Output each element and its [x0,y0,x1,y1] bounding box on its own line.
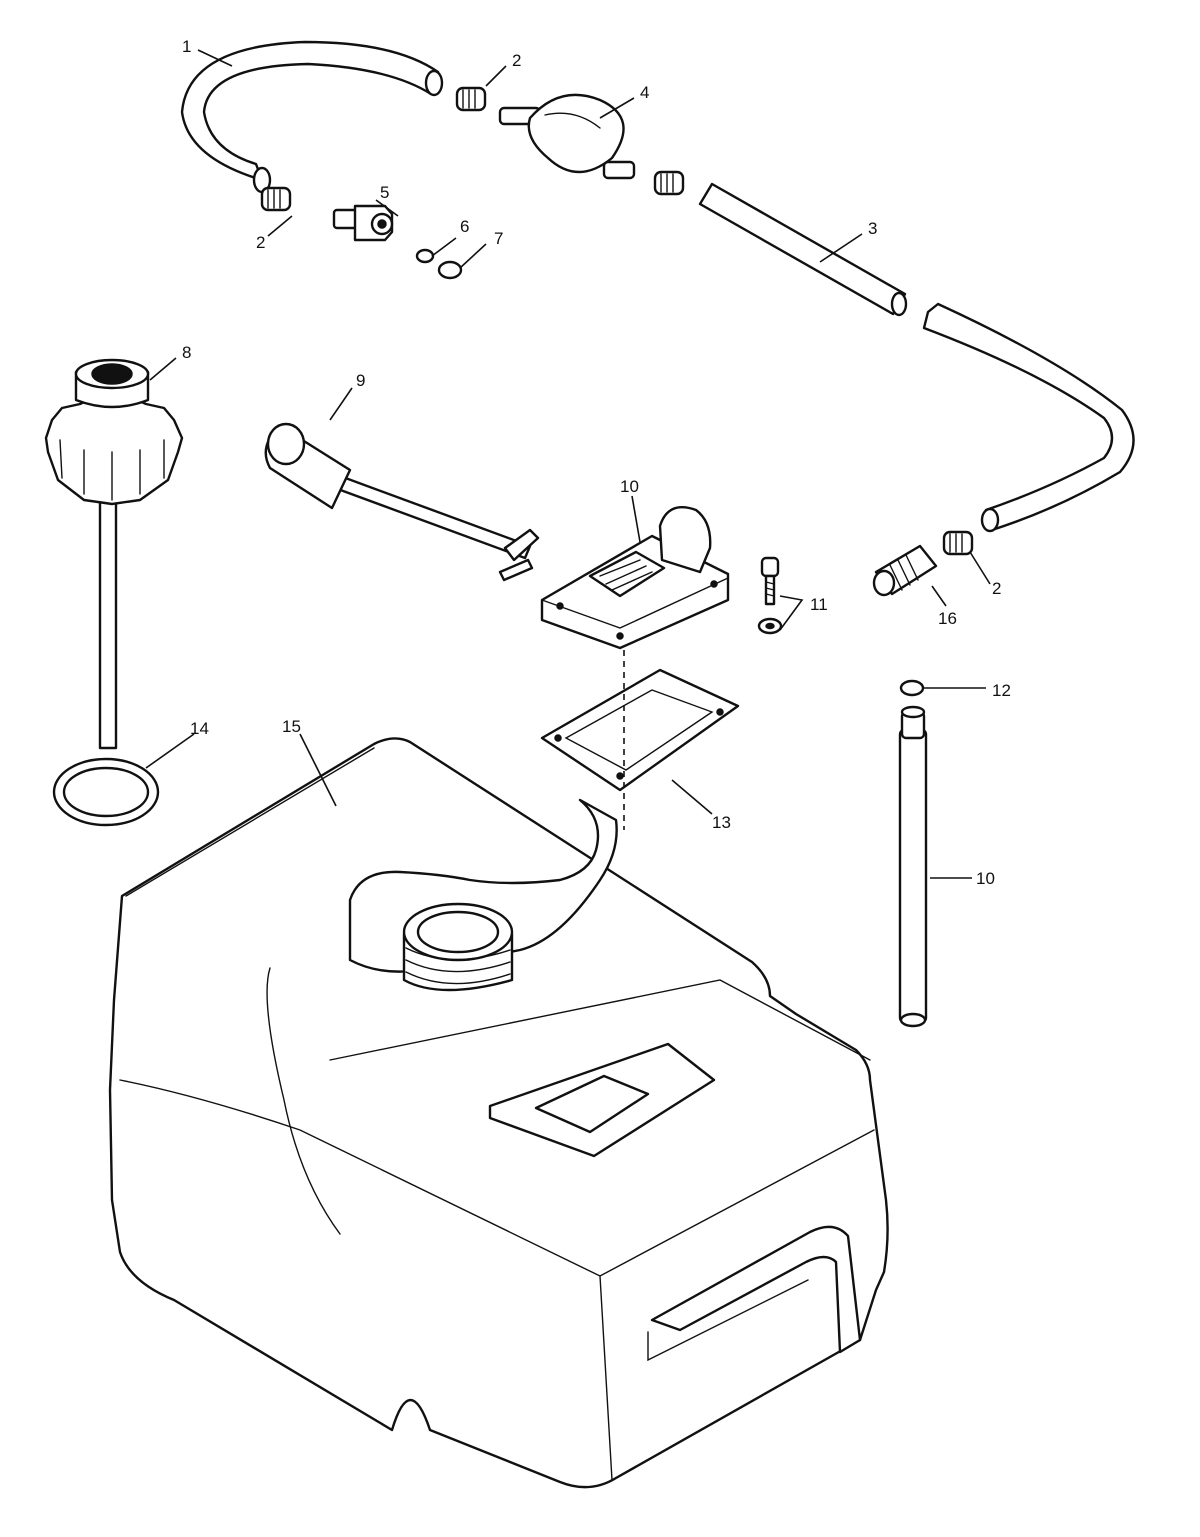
fitting-part [872,544,938,597]
callout-label: 10 [620,477,639,496]
leader-lines [145,49,991,879]
hose-clamp-part [942,530,974,556]
callout-label: 13 [712,813,731,832]
callout-label: 10 [976,869,995,888]
callout-label: 11 [810,595,828,614]
o-ring-part [437,260,463,280]
fuel-hose-long-part [698,182,1135,533]
callout-label: 5 [380,183,389,202]
o-ring-part [415,248,435,264]
connector-part [332,204,394,242]
callout-label: 7 [494,229,503,248]
float-part [264,422,540,582]
callout-label: 14 [190,719,209,738]
callout-label: 2 [512,51,521,70]
gasket-part [540,668,740,792]
hose-clamp-part [653,170,685,196]
callout-label: 6 [460,217,469,236]
callout-label: 12 [992,681,1011,700]
callout-label: 4 [640,83,649,102]
callout-label: 9 [356,371,365,390]
callout-label: 3 [868,219,877,238]
screw-washer-part [757,556,783,635]
callout-label: 15 [282,717,301,736]
callout-label: 8 [182,343,191,362]
o-ring-part [899,679,925,697]
callout-label: 2 [256,233,265,252]
fuel-gauge-part [540,506,730,650]
fuel-hose-part [180,40,444,194]
callout-label: 16 [938,609,957,628]
fuel-tank-part [108,737,889,1489]
callout-label: 2 [992,579,1001,598]
pickup-tube-part [898,705,928,1028]
cap-seal-part [52,757,160,827]
hose-clamp-part [260,186,292,212]
fuel-cap-part [44,358,184,750]
callout-label: 1 [182,37,191,56]
hose-clamp-part [455,86,487,112]
primer-bulb-part [498,93,636,180]
